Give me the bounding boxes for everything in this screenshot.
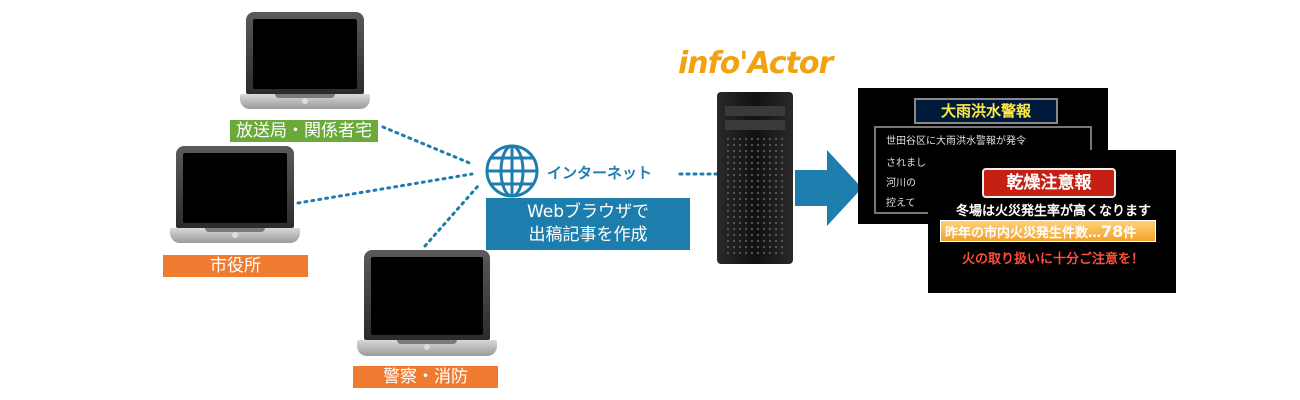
warning-line-2: されまし bbox=[886, 158, 926, 169]
caution-line-3: 火の取り扱いに十分ご注意を！ bbox=[962, 252, 1145, 267]
globe-icon bbox=[485, 144, 539, 198]
line-city-office bbox=[296, 172, 474, 205]
line-police bbox=[423, 184, 480, 248]
line-broadcast bbox=[381, 125, 474, 166]
label-broadcast: 放送局・関係者宅 bbox=[230, 120, 378, 142]
server-tower-icon bbox=[717, 92, 793, 264]
caution-bar-unit: 件 bbox=[1123, 226, 1137, 241]
screen-caution: 乾燥注意報 冬場は火災発生率が高くなります 昨年の市内火災発生件数…78件 火の… bbox=[928, 150, 1176, 293]
caution-title: 乾燥注意報 bbox=[982, 168, 1116, 198]
laptop-city-office-icon bbox=[170, 146, 300, 244]
browser-note-line2: 出稿記事を作成 bbox=[528, 225, 648, 245]
label-police-fire: 警察・消防 bbox=[353, 366, 498, 388]
browser-note-box: Webブラウザで 出稿記事を作成 bbox=[486, 198, 690, 250]
infoactor-logo: info'Actor bbox=[678, 46, 833, 81]
warning-line-4: 控えて bbox=[886, 198, 916, 209]
arrow-right-icon bbox=[795, 150, 862, 226]
warning-line-3: 河川の bbox=[886, 178, 916, 189]
warning-line-1: 世田谷区に大雨洪水警報が発令 bbox=[886, 136, 1026, 147]
caution-bar-prefix: 昨年の市内火災発生件数… bbox=[945, 226, 1102, 241]
laptop-broadcast-icon bbox=[240, 12, 370, 110]
caution-bar-number: 78 bbox=[1101, 222, 1124, 241]
warning-title: 大雨洪水警報 bbox=[914, 98, 1058, 124]
label-city-office: 市役所 bbox=[163, 255, 308, 277]
laptop-police-icon bbox=[357, 250, 497, 358]
browser-note-line1: Webブラウザで bbox=[526, 202, 650, 222]
caution-bar: 昨年の市内火災発生件数…78件 bbox=[940, 220, 1156, 242]
internet-label: インターネット bbox=[547, 164, 653, 182]
caution-line-1: 冬場は火災発生率が高くなります bbox=[956, 204, 1152, 219]
